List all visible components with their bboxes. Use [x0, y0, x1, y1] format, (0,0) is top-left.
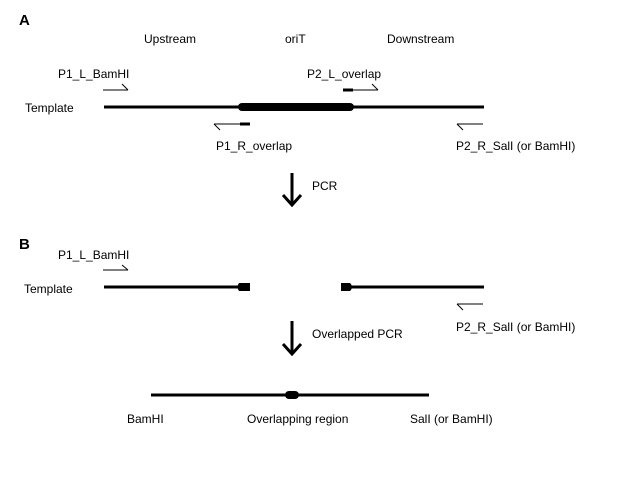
overlap-tail-right — [341, 283, 352, 291]
template-a — [104, 103, 484, 111]
primer-p1-l-arrow-b — [103, 264, 129, 271]
overlapped-pcr-step-label: Overlapped PCR — [312, 327, 403, 341]
primer-p2-l-label: P2_L_overlap — [307, 67, 382, 81]
template-label-b: Template — [24, 282, 73, 296]
primer-p2-r-label: P2_R_SalI (or BamHI) — [456, 139, 576, 153]
product-bamhi-label: BamHI — [127, 412, 164, 426]
primer-p2-r-arrow — [456, 123, 483, 131]
fragment-right-b — [341, 283, 484, 291]
overlap-tail-left — [237, 283, 250, 291]
panel-a-label: A — [19, 12, 30, 29]
upstream-label: Upstream — [144, 32, 197, 46]
primer-p2-r-label-b: P2_R_SalI (or BamHI) — [456, 320, 576, 334]
downstream-label: Downstream — [387, 32, 455, 46]
primer-p2-l-arrow — [343, 83, 379, 92]
product-sali-label: SalI (or BamHI) — [410, 412, 493, 426]
primer-p2-r-arrow-b — [456, 303, 483, 311]
overlapped-pcr-down-arrow-icon — [281, 321, 303, 357]
primer-p1-r-arrow — [213, 122, 250, 131]
overlapping-region-mark — [285, 391, 299, 399]
primer-p1-l-arrow — [103, 83, 129, 91]
fragment-left-b — [104, 283, 250, 291]
product-overlap-label: Overlapping region — [247, 412, 349, 426]
final-product — [151, 391, 429, 399]
orit-region — [238, 103, 354, 111]
primer-p1-l-label-b: P1_L_BamHI — [58, 248, 130, 262]
pcr-step-label: PCR — [312, 179, 338, 193]
template-label-a: Template — [25, 101, 74, 115]
primer-p1-l-label: P1_L_BamHI — [58, 67, 130, 81]
primer-p1-r-label: P1_R_overlap — [216, 139, 293, 153]
orit-label: oriT — [285, 32, 306, 46]
panel-b-label: B — [19, 236, 30, 253]
pcr-down-arrow-icon — [281, 173, 303, 208]
